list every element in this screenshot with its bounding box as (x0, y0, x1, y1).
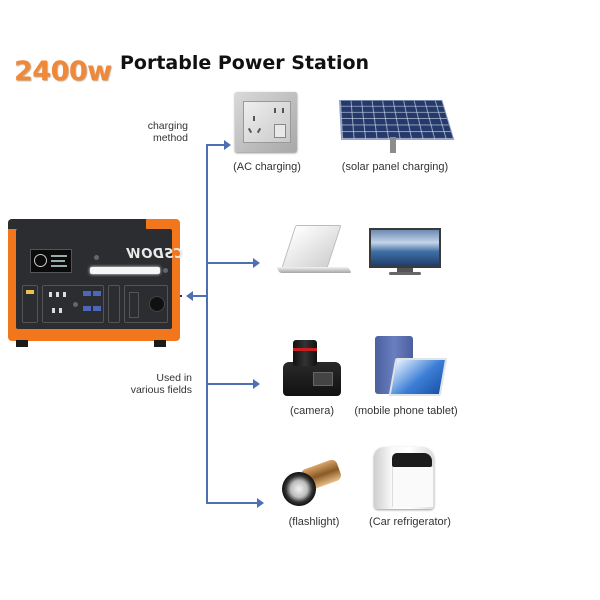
used-in-line1: Used in (156, 372, 192, 384)
socket-pin (282, 108, 284, 113)
socket-pin (247, 127, 253, 134)
brand-logo: CSDOW (126, 247, 184, 262)
connector-branch-camera (206, 383, 254, 385)
dc-port (83, 291, 91, 296)
page-title: Portable Power Station (120, 52, 370, 74)
connector-branch-appliances (206, 502, 258, 504)
station-foot (154, 340, 166, 347)
lcd-display (30, 249, 72, 273)
gauge-icon (34, 254, 47, 267)
lcd-line (51, 265, 67, 267)
caption-solar-charging: (solar panel charging) (341, 161, 449, 173)
arrow-right-icon (253, 379, 260, 389)
lcd-line (51, 255, 67, 257)
usb-panel (42, 285, 104, 323)
tablet-icon (370, 336, 448, 400)
station-top-panel (8, 219, 146, 229)
tv-base (389, 272, 421, 275)
socket-pin (274, 108, 276, 113)
charging-method-label: charging method (130, 120, 188, 144)
connector-vertical-line (206, 144, 208, 504)
indicator-light (94, 255, 99, 260)
power-indicator (26, 290, 34, 294)
tv-stand (397, 268, 413, 272)
station-foot (16, 340, 28, 347)
dc-port (83, 306, 91, 311)
usb-port (52, 308, 55, 313)
camera-lens (293, 340, 317, 366)
socket-pin (256, 127, 262, 134)
connector-branch-product (192, 295, 207, 297)
tv-screen (369, 228, 441, 268)
camera-screen (313, 372, 333, 386)
camera-body (283, 362, 341, 396)
camera-icon (283, 340, 341, 398)
socket-faceplate (243, 101, 291, 143)
wattage-label: 2400w (14, 56, 112, 87)
used-in-line2: various fields (130, 384, 192, 396)
usb-port (56, 292, 59, 297)
caption-flashlight: (flashlight) (288, 516, 340, 528)
dc-port (93, 306, 101, 311)
caption-camera: (camera) (289, 405, 334, 417)
fridge-door (392, 467, 433, 507)
caption-ac-charging: (AC charging) (233, 161, 301, 173)
dc-port (93, 291, 101, 296)
usb-port (49, 292, 52, 297)
laptop-base (276, 267, 352, 273)
connector-branch-electronics (206, 262, 254, 264)
arrow-left-icon (186, 291, 193, 301)
tablet-screen (388, 358, 448, 396)
ac-outlet (129, 292, 139, 318)
laptop-lid (280, 225, 342, 271)
flashlight-icon (277, 458, 346, 511)
tv-icon (369, 228, 441, 276)
station-front-panel: CSDOW (16, 229, 183, 329)
caption-tablet: (mobile phone tablet) (354, 405, 458, 417)
arrow-right-icon (224, 140, 231, 150)
light-button (163, 268, 168, 273)
lcd-line (51, 260, 65, 262)
charging-method-line1: charging (147, 120, 188, 132)
charging-method-line2: method (152, 132, 188, 144)
usb-port (63, 292, 66, 297)
ac-socket (149, 296, 165, 312)
fridge-icon (374, 447, 436, 511)
solar-cells (339, 99, 455, 140)
arrow-right-icon (253, 258, 260, 268)
power-button-panel (22, 285, 38, 323)
laptop-icon (276, 225, 354, 277)
caption-car-refrigerator: (Car refrigerator) (369, 516, 451, 528)
solar-pole (390, 137, 396, 153)
used-in-label: Used in various fields (120, 372, 192, 396)
ac-outlet-panel (124, 285, 168, 323)
fridge-top-panel (392, 453, 432, 467)
socket-switch (274, 124, 286, 138)
input-panel (108, 285, 120, 323)
camera-lens-ring (293, 348, 317, 351)
power-station-image: CSDOW (8, 219, 183, 341)
wall-socket-icon (235, 92, 297, 152)
arrow-right-icon (257, 498, 264, 508)
usb-button (73, 302, 78, 307)
usb-port (59, 308, 62, 313)
led-light-bar (90, 267, 160, 274)
solar-panel-icon (339, 97, 455, 153)
socket-pin (253, 116, 255, 121)
connector-branch-charging (206, 144, 226, 146)
